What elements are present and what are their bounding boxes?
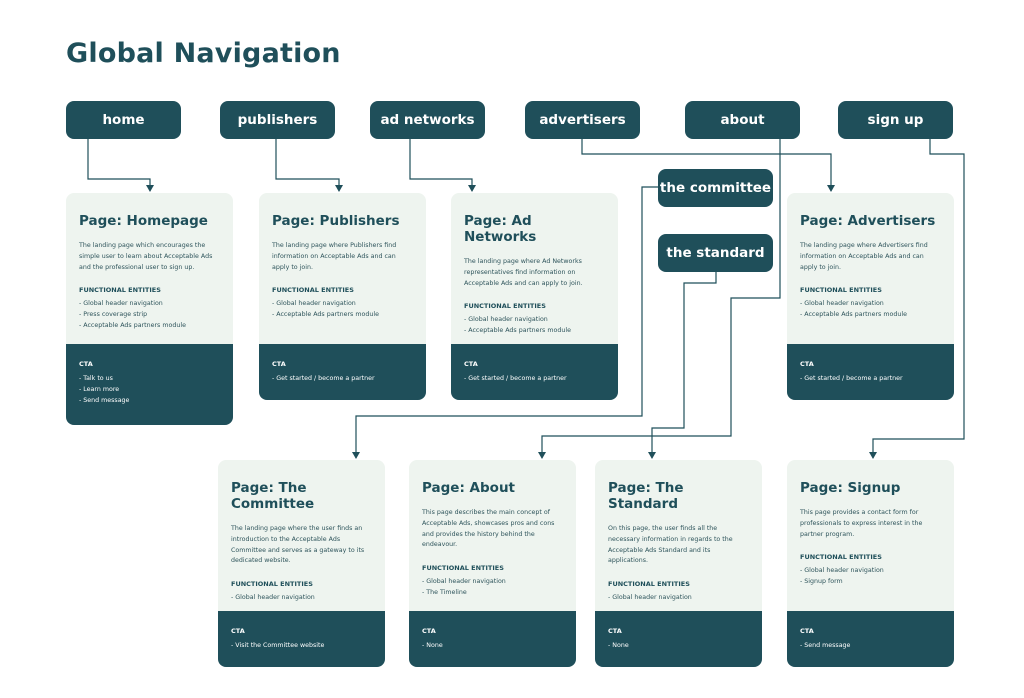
functional-entities-list: - Global header navigation - Acceptable …	[800, 299, 941, 321]
functional-entities-list: - Global header navigation - Press cover…	[79, 299, 220, 331]
functional-entities-list: - Global header navigation	[608, 593, 749, 604]
entity-item: - Global header navigation	[464, 316, 548, 324]
entity-item: - Global header navigation	[800, 567, 884, 575]
entity-item: - Acceptable Ads partners module	[79, 321, 186, 329]
cta-section: CTA - None	[409, 611, 576, 667]
entity-item: - Acceptable Ads partners module	[464, 327, 571, 335]
nav-ad-networks-button[interactable]: ad networks	[370, 101, 485, 139]
connector-home-homepage	[87, 139, 154, 192]
card-description: The landing page where Ad Networks repre…	[464, 258, 583, 287]
functional-entities-label: FUNCTIONAL ENTITIES	[79, 286, 161, 295]
cta-item: - Send message	[800, 642, 851, 649]
cta-label: CTA	[79, 360, 93, 368]
functional-entities-label: FUNCTIONAL ENTITIES	[800, 553, 882, 562]
cta-item: - Get started / become a partner	[800, 375, 903, 382]
nav-the-committee-button[interactable]: the committee	[658, 169, 773, 207]
card-description: The landing page where Advertisers find …	[800, 242, 928, 271]
nav-advertisers-button[interactable]: advertisers	[525, 101, 640, 139]
cta-section: CTA - Get started / become a partner	[787, 344, 954, 400]
entity-item: - Global header navigation	[272, 300, 356, 308]
entity-item: - Acceptable Ads partners module	[800, 311, 907, 319]
page-card-standard: Page: The Standard On this page, the use…	[595, 460, 762, 667]
page-card-ad-networks: Page: Ad Networks The landing page where…	[451, 193, 618, 400]
card-description: The landing page where Publishers find i…	[272, 242, 397, 271]
entity-item: - Global header navigation	[800, 300, 884, 308]
entity-item: - Global header navigation	[79, 300, 163, 308]
cta-item: - Learn more	[79, 385, 120, 393]
cta-section: CTA - Talk to us - Learn more - Send mes…	[66, 344, 233, 425]
card-title: Page: About	[422, 480, 516, 496]
functional-entities-label: FUNCTIONAL ENTITIES	[422, 564, 504, 573]
connector-adnetworks-page	[409, 139, 476, 192]
cta-item: - None	[422, 642, 443, 649]
functional-entities-label: FUNCTIONAL ENTITIES	[231, 580, 313, 589]
functional-entities-label: FUNCTIONAL ENTITIES	[464, 302, 546, 311]
functional-entities-list: - Global header navigation	[231, 593, 372, 604]
nav-sign-up-button[interactable]: sign up	[838, 101, 953, 139]
entity-item: - Global header navigation	[422, 578, 506, 586]
functional-entities-label: FUNCTIONAL ENTITIES	[608, 580, 690, 589]
connector-about-page	[538, 139, 781, 459]
functional-entities-list: - Global header navigation - Acceptable …	[464, 315, 605, 337]
page-card-signup: Page: Signup This page provides a contac…	[787, 460, 954, 667]
card-title: Page: Signup	[800, 480, 901, 496]
card-description: This page describes the main concept of …	[422, 509, 555, 549]
page-card-advertisers: Page: Advertisers The landing page where…	[787, 193, 954, 400]
connector-signup-page	[869, 139, 965, 459]
page-card-homepage: Page: Homepage The landing page which en…	[66, 193, 233, 425]
page-title: Global Navigation	[66, 38, 341, 69]
cta-item: - Get started / become a partner	[464, 375, 567, 382]
entity-item: - Global header navigation	[231, 594, 315, 602]
card-title: Page: Advertisers	[800, 213, 936, 229]
entity-item: - Acceptable Ads partners module	[272, 311, 379, 319]
cta-section: CTA - Get started / become a partner	[259, 344, 426, 400]
entity-item: - Press coverage strip	[79, 311, 148, 319]
cta-label: CTA	[422, 627, 436, 635]
nav-publishers-button[interactable]: publishers	[220, 101, 335, 139]
card-title: Page: The Standard	[608, 480, 684, 512]
page-card-about: Page: About This page describes the main…	[409, 460, 576, 667]
cta-section: CTA - None	[595, 611, 762, 667]
card-description: This page provides a contact form for pr…	[800, 509, 923, 538]
card-title: Page: Ad Networks	[464, 213, 537, 245]
card-title: Page: Publishers	[272, 213, 400, 229]
entity-item: - Signup form	[800, 578, 843, 586]
page-card-committee: Page: The Committee The landing page whe…	[218, 460, 385, 667]
cta-item: - Talk to us	[79, 375, 113, 382]
nav-home-button[interactable]: home	[66, 101, 181, 139]
cta-item: - Get started / become a partner	[272, 375, 375, 382]
cta-label: CTA	[231, 627, 245, 635]
functional-entities-label: FUNCTIONAL ENTITIES	[800, 286, 882, 295]
card-description: The landing page where the user finds an…	[231, 525, 365, 565]
connector-advertisers-page	[581, 139, 835, 192]
card-title: Page: The Committee	[231, 480, 315, 512]
cta-section: CTA - Get started / become a partner	[451, 344, 618, 400]
entity-item: - The Timeline	[422, 588, 467, 596]
card-description: On this page, the user finds all the nec…	[608, 525, 733, 565]
card-description: The landing page which encourages the si…	[79, 242, 213, 271]
cta-item: - Send message	[79, 396, 130, 404]
cta-label: CTA	[800, 627, 814, 635]
cta-item: - Visit the Committee website	[231, 642, 325, 649]
cta-section: CTA - Visit the Committee website	[218, 611, 385, 667]
cta-label: CTA	[608, 627, 622, 635]
nav-the-standard-button[interactable]: the standard	[658, 234, 773, 272]
card-title: Page: Homepage	[79, 213, 208, 229]
cta-item: - None	[608, 642, 629, 649]
nav-about-button[interactable]: about	[685, 101, 800, 139]
cta-label: CTA	[800, 360, 814, 368]
functional-entities-list: - Global header navigation - Acceptable …	[272, 299, 413, 321]
cta-label: CTA	[272, 360, 286, 368]
connector-standard-page	[648, 272, 717, 459]
functional-entities-list: - Global header navigation - The Timelin…	[422, 577, 563, 599]
cta-label: CTA	[464, 360, 478, 368]
page-card-publishers: Page: Publishers The landing page where …	[259, 193, 426, 400]
connector-publishers-page	[275, 139, 343, 192]
connector-committee-page	[352, 186, 659, 459]
entity-item: - Global header navigation	[608, 594, 692, 602]
functional-entities-list: - Global header navigation - Signup form	[800, 566, 941, 588]
functional-entities-label: FUNCTIONAL ENTITIES	[272, 286, 354, 295]
cta-section: CTA - Send message	[787, 611, 954, 667]
